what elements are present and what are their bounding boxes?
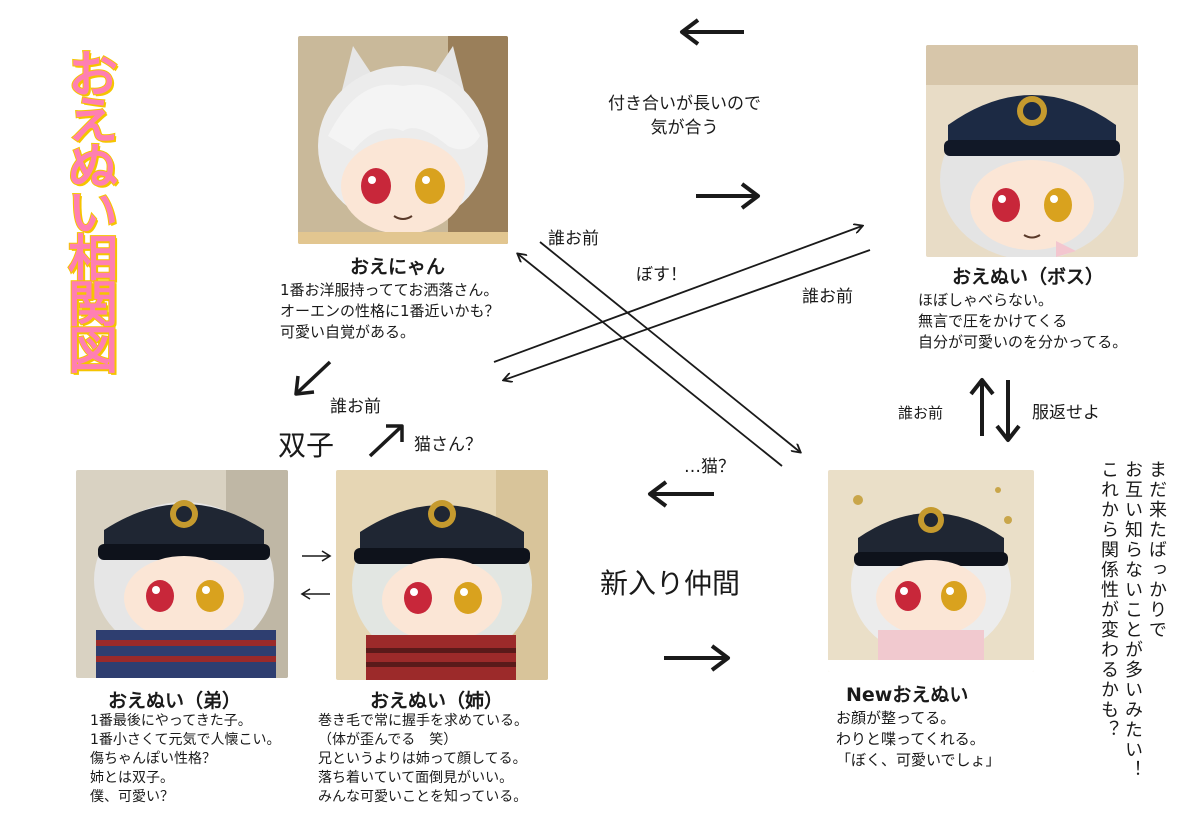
new-name: Newおえぬい <box>846 684 969 706</box>
return-clothes-label: 服返せよ <box>1032 403 1100 423</box>
who-are-you-label-1: 誰お前 <box>548 229 599 249</box>
plush-red-scarf-image <box>336 470 548 680</box>
arrow-icon <box>696 182 760 210</box>
description-line: お顔が整ってる。 <box>836 709 956 727</box>
arrow-icon <box>518 254 783 467</box>
arrow-icon <box>294 360 332 396</box>
side-note: まだ来たばっかりで お互い知らないことが多いみたい！ これから関係性が変わるかも… <box>1096 460 1168 780</box>
twins-label: 双子 <box>278 429 335 462</box>
arrow-icon <box>995 380 1021 442</box>
arrow-icon <box>300 588 330 600</box>
who-are-you-label-3: 誰お前 <box>330 397 381 417</box>
cat-dots-label: …猫？ <box>684 457 735 477</box>
arrow-icon <box>664 644 730 672</box>
label-line: 付き合いが長いので <box>608 94 761 114</box>
arrow-icon <box>648 480 714 508</box>
boss-description: ほぼしゃべらない。 無言で圧をかけてくる 自分が可愛いのを分かってる。 <box>918 290 1127 353</box>
description-line: 可愛い自覚がある。 <box>280 323 416 341</box>
elder-description: 巻き毛で常に握手を求めている。 （体が歪んでる 笑） 兄というよりは姉って顔して… <box>318 712 528 807</box>
description-line: 1番お洋服持っててお洒落さん。 <box>280 281 499 299</box>
oenyan-name: おえにゃん <box>350 256 446 278</box>
younger-photo <box>76 470 288 678</box>
title-char: い <box>67 184 119 242</box>
description-line: 姉とは双子。 <box>90 770 174 786</box>
oenyan-photo <box>298 36 508 244</box>
title-char: 関 <box>67 276 119 334</box>
who-are-you-label-2: 誰お前 <box>802 287 853 307</box>
younger-description: 1番最後にやってきた子。 1番小さくて元気で人懐こい。 傷ちゃんぽい性格？ 姉と… <box>90 712 281 807</box>
description-line: オーエンの性格に1番近いかも？ <box>280 302 500 320</box>
diagram-title: お え ぬ い 相 関 図 <box>58 46 128 380</box>
description-line: 巻き毛で常に握手を求めている。 <box>318 713 528 729</box>
description-line: ほぼしゃべらない。 <box>918 291 1054 309</box>
elder-photo <box>336 470 548 680</box>
boss-photo <box>926 45 1138 257</box>
arrow-icon <box>368 424 404 458</box>
description-line: 1番小さくて元気で人懐こい。 <box>90 732 281 748</box>
label-line: 気が合う <box>650 118 719 138</box>
description-line: 落ち着いていて面倒見がいい。 <box>318 770 514 786</box>
arrow-icon <box>969 378 995 436</box>
plush-scarf-image <box>76 470 288 678</box>
description-line: （体が歪んでる 笑） <box>318 732 458 748</box>
arrow-icon <box>680 18 744 46</box>
description-line: 僕、可愛い？ <box>90 789 174 805</box>
description-line: 無言で圧をかけてくる <box>918 312 1068 330</box>
description-line: 「ぼく、可愛いでしょ」 <box>836 751 1001 769</box>
plush-captain-hat-image <box>926 45 1138 257</box>
arrow-icon <box>302 550 332 562</box>
long-time-label: 付き合いが長いので 気が合う <box>608 92 761 140</box>
description-line: 1番最後にやってきた子。 <box>90 713 252 729</box>
new-member-label: 新入り仲間 <box>600 567 741 600</box>
who-are-you-label-4: 誰お前 <box>898 404 944 422</box>
elder-name: おえぬい（姉） <box>370 690 504 712</box>
oenyan-description: 1番お洋服持っててお洒落さん。 オーエンの性格に1番近いかも？ 可愛い自覚がある… <box>280 280 500 343</box>
side-note-line: お互い知らないことが多いみたい！ <box>1122 460 1143 780</box>
description-line: みんな可愛いことを知っている。 <box>318 789 528 805</box>
description-line: 兄というよりは姉って顔してる。 <box>318 751 527 767</box>
title-char: 図 <box>67 322 119 380</box>
arrow-icon <box>504 249 871 380</box>
side-note-line: まだ来たばっかりで <box>1146 460 1167 640</box>
description-line: 傷ちゃんぽい性格？ <box>90 751 216 767</box>
title-char: お <box>67 46 119 104</box>
description-line: わりと喋ってくれる。 <box>836 730 985 748</box>
boss-name: おえぬい（ボス） <box>952 266 1105 288</box>
boss-call-label: ぼす！ <box>636 265 687 285</box>
side-note-line: これから関係性が変わるかも？ <box>1098 460 1119 740</box>
new-description: お顔が整ってる。 わりと喋ってくれる。 「ぼく、可愛いでしょ」 <box>836 708 1001 771</box>
title-char: 相 <box>67 230 119 288</box>
cat-question-label: 猫さん？ <box>414 435 482 455</box>
title-char: え <box>67 92 119 150</box>
title-char: ぬ <box>67 138 119 196</box>
plush-cat-ears-image <box>298 36 508 244</box>
younger-name: おえぬい（弟） <box>108 690 242 712</box>
new-photo <box>828 470 1034 672</box>
description-line: 自分が可愛いのを分かってる。 <box>918 333 1128 351</box>
plush-new-image <box>828 470 1034 672</box>
